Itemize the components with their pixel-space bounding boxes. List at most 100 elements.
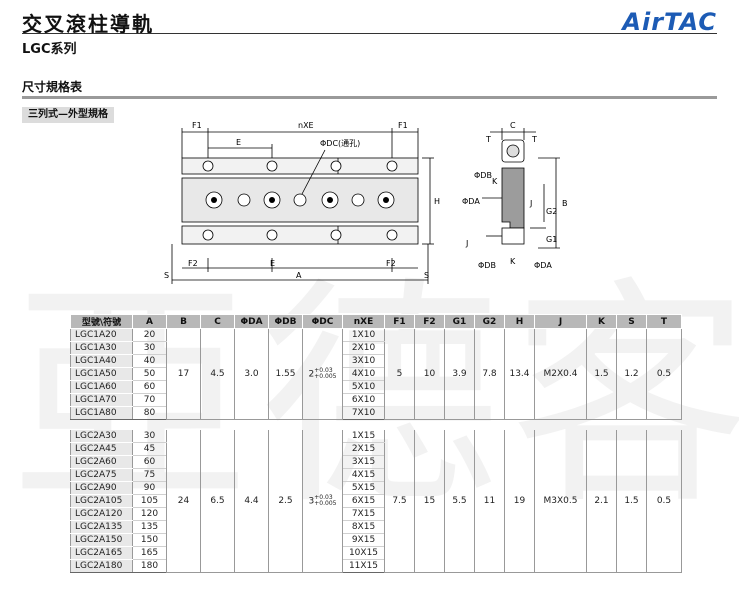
dc-lower: +0.005 xyxy=(314,372,337,380)
spacer-cell xyxy=(71,420,682,431)
a-cell: 30 xyxy=(132,430,167,443)
dc-tolerance: +0.03+0.005 xyxy=(314,494,337,507)
a-cell: 120 xyxy=(132,507,167,521)
model-cell: LGC2A105 xyxy=(70,494,133,508)
label-g2: G2 xyxy=(546,207,557,216)
model-cell: LGC2A75 xyxy=(70,468,133,482)
common-cell-h: 19 xyxy=(504,430,535,573)
label-j-side: J xyxy=(529,199,532,208)
model-cell: LGC1A70 xyxy=(70,393,133,407)
common-cell-f2: 15 xyxy=(414,430,445,573)
common-cell-f2: 10 xyxy=(414,328,445,420)
common-cell-s: 1.2 xyxy=(616,328,647,420)
column-header: B xyxy=(166,314,201,329)
label-j-bottom: J xyxy=(465,239,468,248)
a-cell: 90 xyxy=(132,481,167,495)
nxe-cell: 2X15 xyxy=(342,442,385,456)
nxe-cell: 4X10 xyxy=(342,367,385,381)
nxe-cell: 8X15 xyxy=(342,520,385,534)
label-k-top: K xyxy=(492,177,498,186)
column-header: ΦDA xyxy=(234,314,269,329)
common-cell-h: 13.4 xyxy=(504,328,535,420)
label-db-bottom: ΦDB xyxy=(478,261,496,270)
page-title: 交叉滾柱導軌 xyxy=(22,12,154,36)
model-cell: LGC2A45 xyxy=(70,442,133,456)
label-f2-left: F2 xyxy=(188,259,198,268)
column-header: S xyxy=(616,314,647,329)
nxe-cell: 1X15 xyxy=(342,430,385,443)
brand-logo: AirTAC xyxy=(622,8,717,36)
common-cell-db: 2.5 xyxy=(268,430,303,573)
nxe-cell: 7X15 xyxy=(342,507,385,521)
common-cell-dc: 2+0.03+0.005 xyxy=(302,328,343,420)
a-cell: 40 xyxy=(132,354,167,368)
common-cell-s: 1.5 xyxy=(616,430,647,573)
label-e-top: E xyxy=(236,138,241,147)
dc-lower: +0.005 xyxy=(314,499,337,507)
label-f2-right: F2 xyxy=(386,259,396,268)
column-header: H xyxy=(504,314,535,329)
label-s-left: S xyxy=(164,271,169,280)
nxe-cell: 9X15 xyxy=(342,533,385,547)
column-header: F1 xyxy=(384,314,415,329)
series-subtitle: LGC系列 xyxy=(22,42,77,57)
column-header: A xyxy=(132,314,167,329)
common-cell-c: 4.5 xyxy=(200,328,235,420)
nxe-cell: 3X15 xyxy=(342,455,385,469)
section-divider xyxy=(22,96,717,99)
model-cell: LGC2A150 xyxy=(70,533,133,547)
a-cell: 50 xyxy=(132,367,167,381)
common-cell-g2: 7.8 xyxy=(474,328,505,420)
a-cell: 60 xyxy=(132,380,167,394)
label-h: H xyxy=(434,197,440,206)
dc-tolerance: +0.03+0.005 xyxy=(314,367,337,380)
model-cell: LGC2A165 xyxy=(70,546,133,560)
a-cell: 70 xyxy=(132,393,167,407)
common-cell-k: 1.5 xyxy=(586,328,617,420)
common-cell-t: 0.5 xyxy=(646,328,682,420)
model-cell: LGC2A60 xyxy=(70,455,133,469)
nxe-cell: 11X15 xyxy=(342,559,385,573)
label-e-bottom: E xyxy=(270,259,275,268)
a-cell: 75 xyxy=(132,468,167,482)
dc-base: 2 xyxy=(308,369,315,380)
column-header: G2 xyxy=(474,314,505,329)
a-cell: 150 xyxy=(132,533,167,547)
a-cell: 45 xyxy=(132,442,167,456)
model-cell: LGC1A20 xyxy=(70,328,133,342)
a-cell: 60 xyxy=(132,455,167,469)
common-cell-f1: 7.5 xyxy=(384,430,415,573)
label-a: A xyxy=(296,271,302,280)
column-header: nXE xyxy=(342,314,385,329)
a-cell: 180 xyxy=(132,559,167,573)
section-title: 尺寸規格表 xyxy=(22,80,83,94)
common-cell-g2: 11 xyxy=(474,430,505,573)
common-cell-j: M3X0.5 xyxy=(534,430,587,573)
column-header: F2 xyxy=(414,314,445,329)
dc-base: 3 xyxy=(308,496,315,507)
label-f1-right: F1 xyxy=(398,121,408,130)
label-t-right: T xyxy=(531,135,537,144)
common-cell-da: 3.0 xyxy=(234,328,269,420)
label-t-left: T xyxy=(485,135,491,144)
nxe-cell: 6X15 xyxy=(342,494,385,508)
a-cell: 135 xyxy=(132,520,167,534)
nxe-cell: 2X10 xyxy=(342,341,385,355)
model-cell: LGC1A60 xyxy=(70,380,133,394)
a-cell: 30 xyxy=(132,341,167,355)
nxe-cell: 4X15 xyxy=(342,468,385,482)
model-cell: LGC2A30 xyxy=(70,430,133,443)
